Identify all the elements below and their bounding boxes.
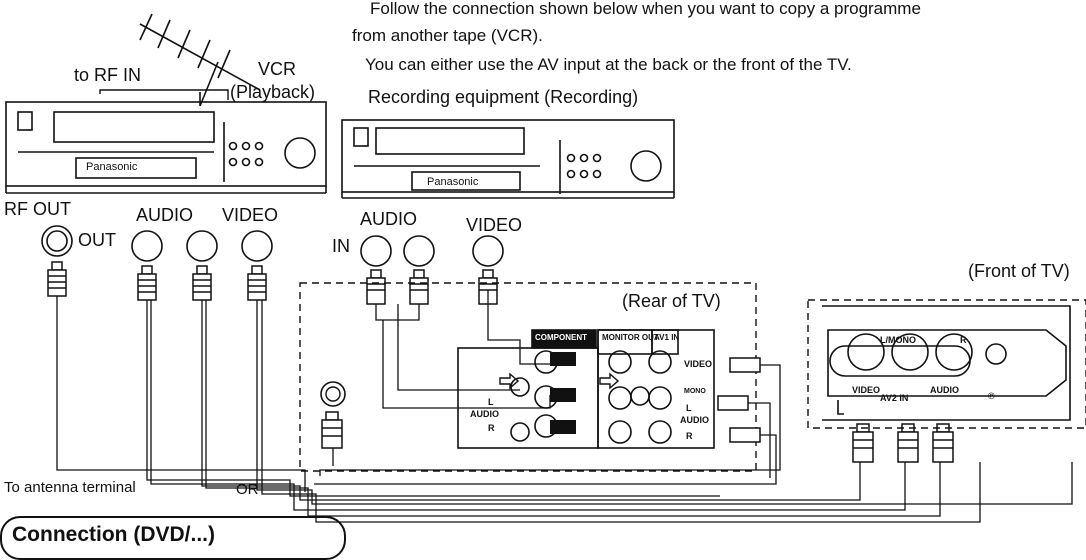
audio-label-mid: AUDIO: [360, 209, 418, 229]
audio-in-jack-1: [360, 235, 392, 267]
vcr-label: VCR: [258, 59, 297, 79]
audio-label-left: AUDIO: [136, 205, 194, 225]
front-r-label: R: [960, 335, 967, 345]
instruction-line-2: from another tape (VCR).: [352, 26, 543, 45]
playback-label: (Playback): [230, 82, 316, 102]
tv-antenna-jack: [320, 381, 346, 407]
section-heading: Connection (DVD/...): [12, 523, 215, 546]
rear-of-tv-box: [299, 282, 757, 472]
instruction-line-1: Follow the connection shown below when y…: [370, 0, 921, 18]
rear-av-panel: [457, 329, 715, 449]
av1-in-label: AV1 IN: [654, 333, 680, 342]
recording-equipment-label: Recording equipment (Recording): [368, 87, 639, 107]
rear-mono-label: MONO: [684, 388, 706, 395]
front-av-panel: [822, 305, 1071, 421]
monitor-out-label: MONITOR OUT: [602, 333, 659, 342]
video-label-left: VIDEO: [222, 205, 279, 225]
rear-audio-l-label: L: [488, 397, 494, 407]
video-in-jack: [472, 235, 504, 267]
rear-video-label: VIDEO: [684, 359, 713, 369]
rf-out-label: RF OUT: [4, 199, 71, 219]
rf-out-jack: [41, 225, 73, 257]
front-of-tv-box: [807, 299, 1086, 429]
rca-plug-icons: [47, 261, 954, 463]
component-plug-1: [550, 352, 576, 366]
front-audio-label: AUDIO: [930, 385, 959, 395]
playback-vcr-icon: [5, 101, 327, 194]
front-av2-in-label: AV2 IN: [880, 393, 909, 403]
recording-vcr-icon: [341, 119, 675, 199]
rear-audio-r-label: R: [488, 423, 495, 433]
front-of-tv-label: (Front of TV): [968, 261, 1070, 281]
rear-audio2-label: AUDIO: [680, 415, 709, 425]
to-antenna-terminal-label: To antenna terminal: [4, 479, 136, 496]
audio-out-jack-2: [186, 230, 218, 262]
to-rf-in-label: to RF IN: [74, 65, 142, 85]
front-l-mono-label: L/MONO: [880, 335, 916, 345]
instruction-line-3: You can either use the AV input at the b…: [365, 55, 852, 74]
rear-of-tv-label: (Rear of TV): [622, 291, 721, 311]
or-label: OR: [236, 481, 259, 498]
component-label: COMPONENT: [535, 333, 587, 342]
rear-l2-label: L: [686, 403, 692, 413]
audio-out-jack-1: [131, 230, 163, 262]
connection-diagram: [5, 13, 1086, 523]
video-out-jack: [241, 230, 273, 262]
brand-label-2: Panasonic: [427, 176, 479, 188]
front-phones-label: ℗: [988, 391, 995, 401]
component-plug-3: [550, 420, 576, 434]
rear-r2-label: R: [686, 431, 693, 441]
front-video-label: VIDEO: [852, 385, 881, 395]
out-label: OUT: [78, 230, 116, 250]
component-plug-2: [550, 388, 576, 402]
video-label-mid: VIDEO: [466, 215, 523, 235]
antenna-icon: [139, 13, 261, 107]
brand-label-1: Panasonic: [86, 161, 138, 173]
rear-audio-label: AUDIO: [470, 409, 499, 419]
in-label: IN: [332, 236, 350, 256]
audio-in-jack-2: [403, 235, 435, 267]
